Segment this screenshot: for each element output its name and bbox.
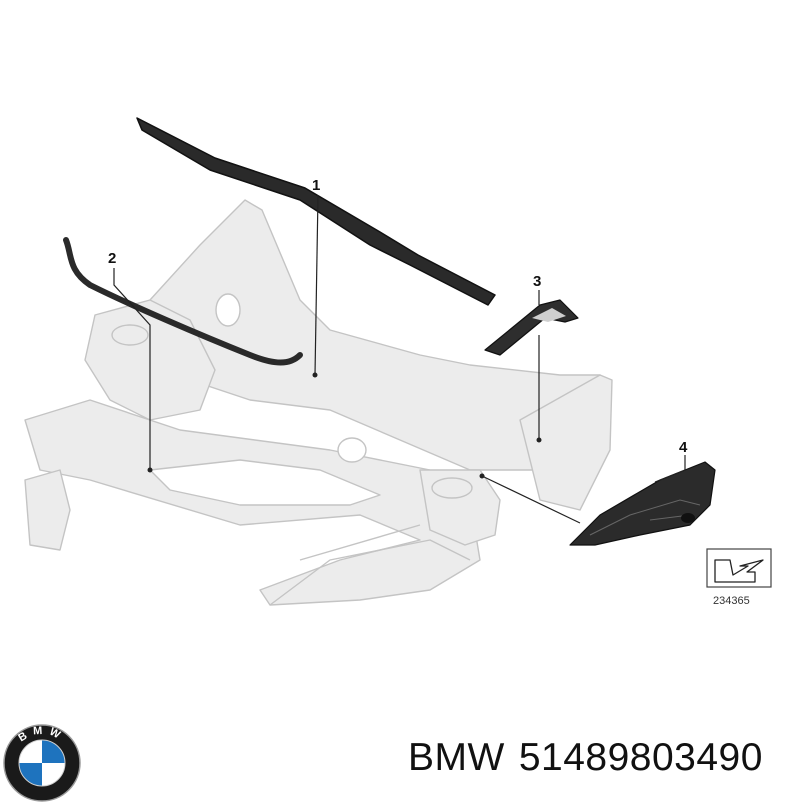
right-side-panel [519,374,613,511]
body-frame [24,199,613,606]
part-4-cover [569,461,716,546]
caption-brand: BMW [408,736,505,779]
lower-rail [269,524,471,606]
part-4-clip [681,513,695,523]
part-caption: BMW 51489803490 [408,736,763,780]
frame-hole-1 [215,293,241,327]
leader-dot-2 [147,467,153,473]
callout-4: 4 [679,439,688,456]
reference-box: 234365 [706,548,772,607]
part-1-seal [136,117,496,306]
leader-lines [113,194,686,524]
frame-opening [149,459,381,506]
logo-blue-q3 [19,763,42,786]
leader-2 [113,268,151,470]
strut-top-left [111,324,149,346]
leader-dot-4 [479,473,485,479]
leader-4 [481,455,686,524]
reference-number: 234365 [713,595,750,607]
caption-part-number: 51489803490 [518,736,763,779]
firewall-panel [149,199,606,471]
frame-hole-2 [337,437,367,463]
part-2-strip [63,237,303,366]
leader-dot-3 [536,437,542,443]
callout-3: 3 [533,273,541,290]
bmw-logo: BMW [3,724,81,802]
leader-1 [314,194,319,376]
logo-blue-q1 [42,740,65,763]
callout-1: 1 [312,177,320,194]
logo-inner-ring [18,739,66,787]
part-3-highlight [532,308,566,322]
callout-2: 2 [108,250,116,267]
leader-dot-1 [312,372,318,378]
reference-arrow-icon [714,559,764,583]
strut-top-right [431,477,473,499]
leader-dots [147,372,542,479]
part-3-bracket [484,299,579,356]
front-stub [24,469,71,551]
